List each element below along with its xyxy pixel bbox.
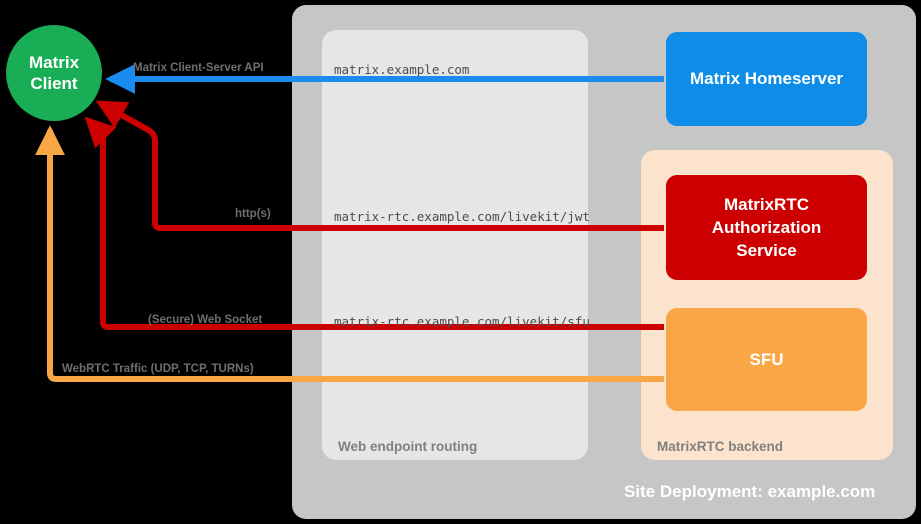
auth-service-label-line1: MatrixRTC [723, 195, 809, 214]
matrix-homeserver-label: Matrix Homeserver [689, 69, 844, 88]
auth-service-label-line2: Authorization [711, 218, 822, 237]
web-endpoint-routing-container [322, 30, 588, 460]
site-deployment-caption: Site Deployment: example.com [624, 482, 876, 501]
edge-label-secure-web-socket: (Secure) Web Socket [148, 314, 263, 326]
url-label-livekit-sfu: matrix-rtc.example.com/livekit/sfu [334, 314, 590, 329]
edge-https-jwt [95, 100, 664, 231]
edge-label-webrtc-traffic: WebRTC Traffic (UDP, TCP, TURNs) [62, 363, 254, 375]
web-endpoint-routing-caption: Web endpoint routing [338, 439, 478, 454]
url-label-matrix-example-com: matrix.example.com [334, 62, 470, 77]
node-matrix-homeserver[interactable]: Matrix Homeserver [666, 32, 867, 126]
edge-secure-web-socket [84, 116, 664, 330]
node-matrixrtc-authorization-service[interactable]: MatrixRTC Authorization Service [666, 175, 867, 280]
edge-label-matrix-client-server-api: Matrix Client-Server API [133, 62, 264, 74]
matrixrtc-backend-caption: MatrixRTC backend [657, 439, 784, 454]
node-sfu[interactable]: SFU [666, 308, 867, 411]
matrix-client-label-line2: Client [30, 74, 78, 93]
node-matrix-client[interactable]: Matrix Client [6, 25, 102, 121]
edge-label-https: http(s) [235, 208, 271, 220]
sfu-label: SFU [749, 349, 784, 369]
url-label-livekit-jwt: matrix-rtc.example.com/livekit/jwt [334, 209, 590, 224]
matrix-client-label-line1: Matrix [28, 53, 80, 72]
edge-webrtc-traffic [35, 125, 664, 382]
auth-service-label-line3: Service [736, 241, 797, 260]
